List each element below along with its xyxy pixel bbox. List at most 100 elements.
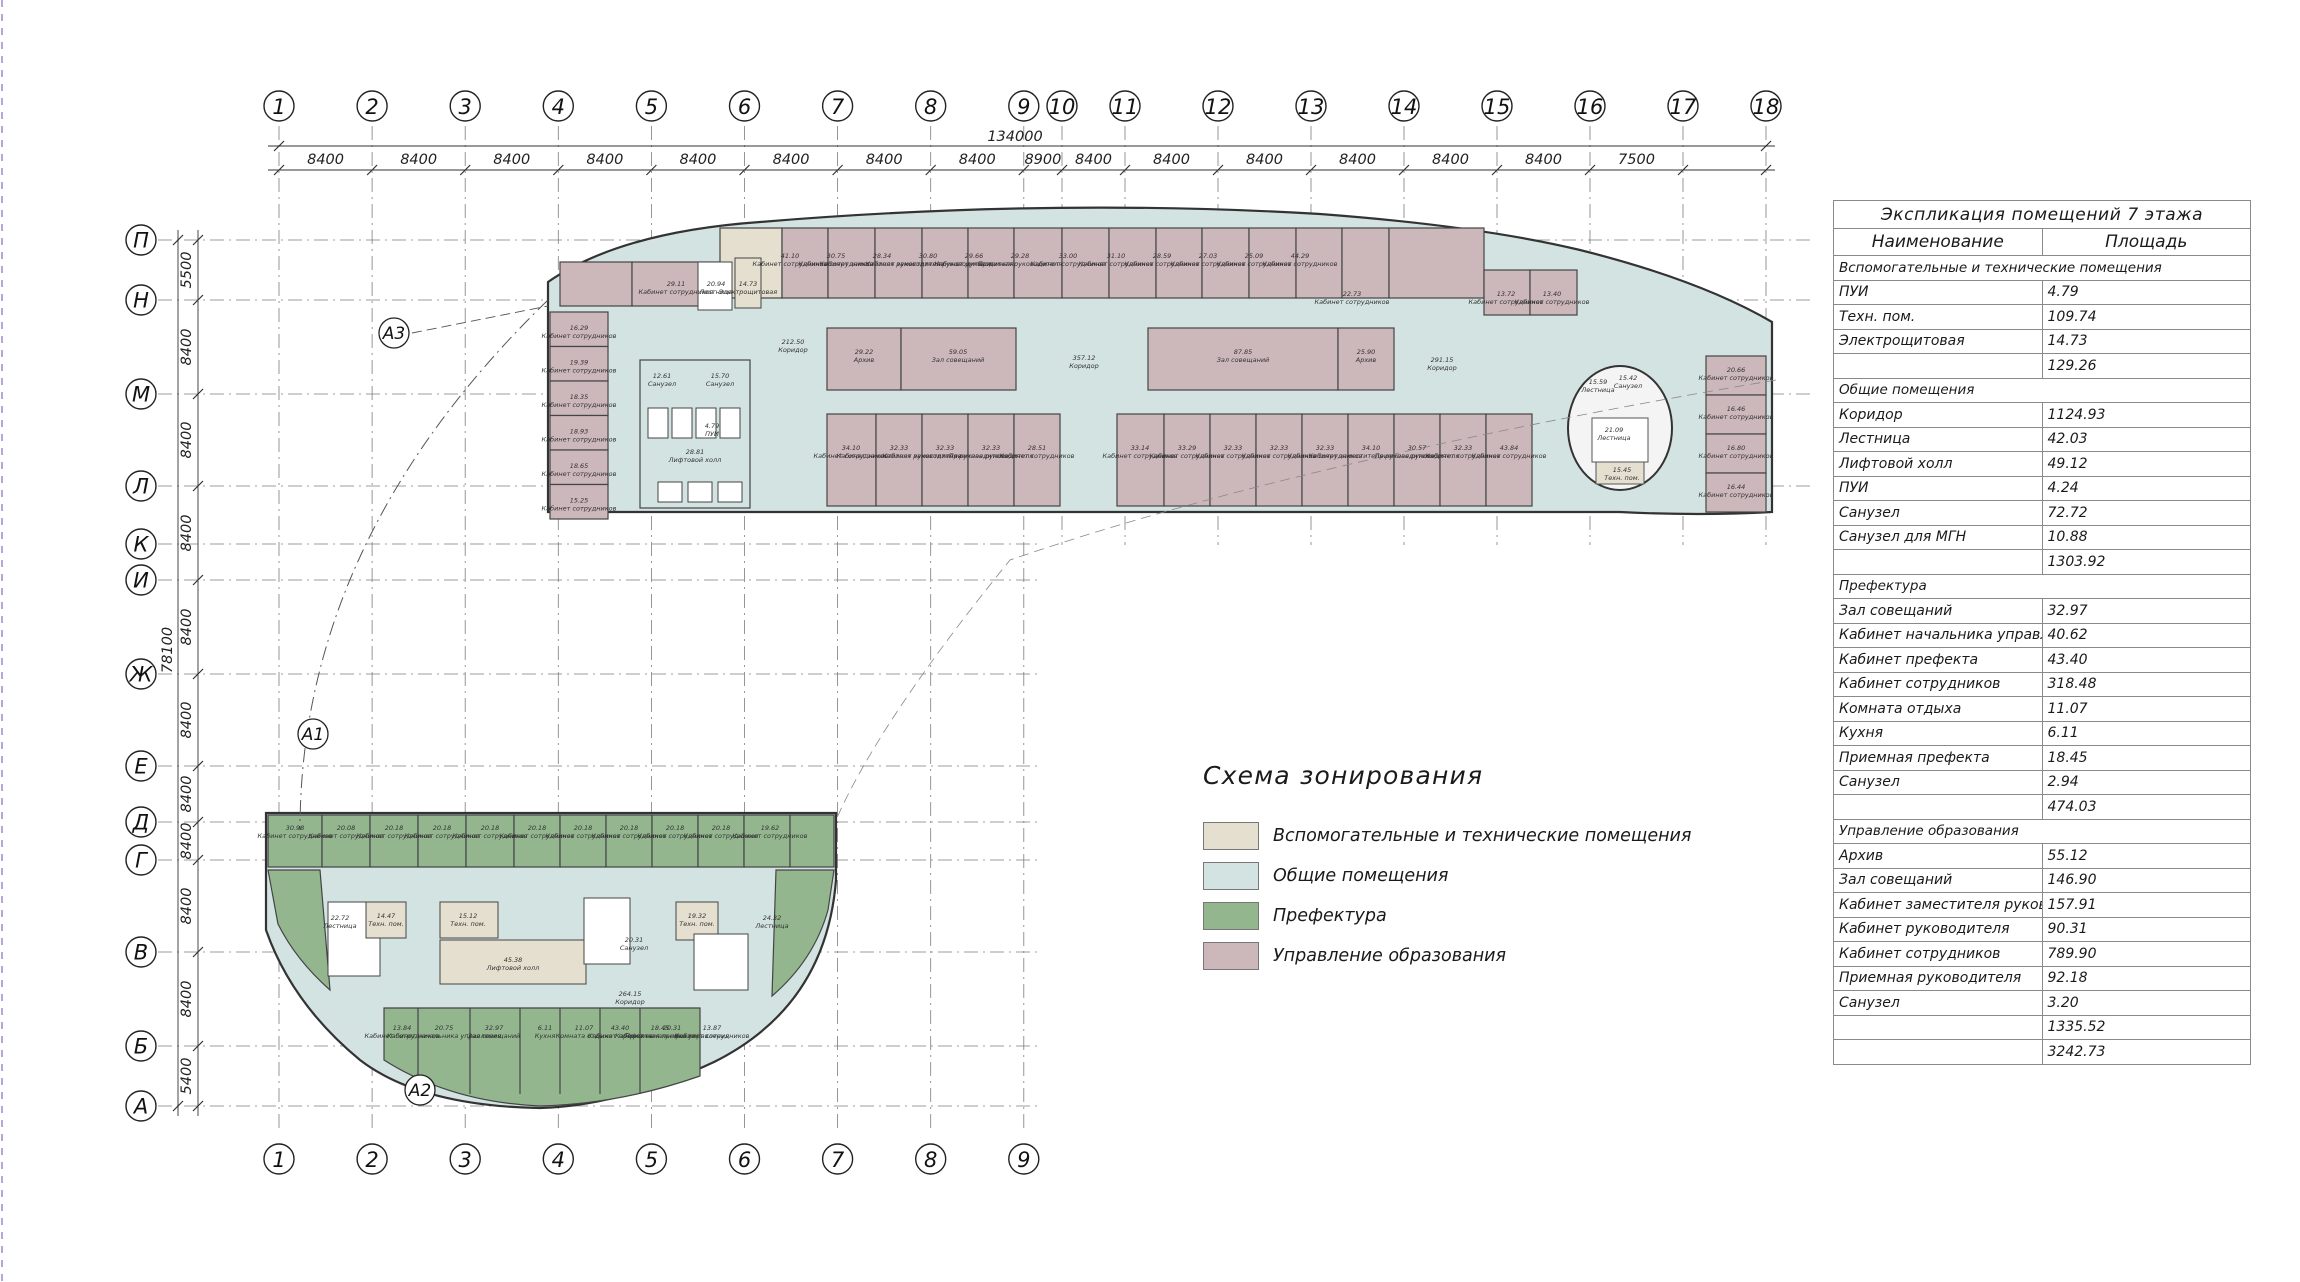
schedule-row: Кабинет начальника управления40.62 bbox=[1833, 622, 2251, 648]
section-marker bbox=[378, 317, 410, 349]
top-dim-value: 8400 bbox=[866, 152, 903, 168]
column-axis-label: 12 bbox=[1205, 95, 1232, 119]
room-name: Лестница bbox=[322, 922, 356, 930]
upper-top-room bbox=[1483, 269, 1531, 316]
dim-tick bbox=[192, 668, 204, 680]
upper-center-room bbox=[1337, 327, 1395, 391]
room-name: Кабинет сотрудников bbox=[405, 832, 480, 840]
schedule-group-header: Префектура bbox=[1833, 573, 2251, 599]
room-name: Коридор bbox=[778, 346, 808, 354]
row-axis-bubble bbox=[125, 224, 157, 256]
schedule-cell-name: Санузел bbox=[1833, 990, 2043, 1016]
column-axis-label-bottom: 6 bbox=[738, 1148, 751, 1172]
lower-stair-left bbox=[327, 901, 381, 977]
room-area: 41.10 bbox=[781, 252, 800, 260]
room-name: Зал совещаний bbox=[1217, 356, 1270, 364]
dim-tick bbox=[192, 234, 204, 246]
room-area: 29.22 bbox=[855, 348, 874, 356]
room-name: Кабинет сотрудников bbox=[1699, 374, 1774, 382]
room-area: 15.59 bbox=[1589, 378, 1608, 386]
upper-top-room bbox=[1388, 227, 1485, 299]
upper-bottom-room bbox=[1301, 413, 1349, 507]
column-axis-bubble bbox=[449, 90, 481, 122]
column-axis-bubble bbox=[1109, 90, 1141, 122]
dim-tick bbox=[192, 816, 204, 828]
left-dim-value: 8400 bbox=[179, 329, 195, 366]
top-dim-value: 8400 bbox=[1339, 152, 1376, 168]
room-area: 16.80 bbox=[1727, 444, 1746, 452]
room-area: 29.11 bbox=[667, 280, 686, 288]
room-name: Кабинет сотрудников bbox=[1031, 260, 1106, 268]
room-name: Коридор bbox=[1069, 362, 1099, 370]
room-area: 30.98 bbox=[286, 824, 305, 832]
room-area: 11.07 bbox=[575, 1024, 594, 1032]
column-axis-bubble-bottom bbox=[1008, 1143, 1040, 1175]
room-name: Кабинет сотрудников bbox=[733, 832, 808, 840]
room-name: Кабинет заместителя руководителя bbox=[882, 452, 1007, 460]
room-name: Кабинет сотрудников bbox=[1699, 452, 1774, 460]
room-name: Кабинет сотрудников bbox=[753, 260, 828, 268]
upper-bottom-room bbox=[1013, 413, 1061, 507]
dim-tick bbox=[1760, 140, 1772, 152]
room-name: Кабинет сотрудников bbox=[639, 288, 714, 296]
room-name: Кабинет сотрудников bbox=[1242, 452, 1317, 460]
column-axis-bubble-bottom bbox=[449, 1143, 481, 1175]
column-axis-label: 9 bbox=[1017, 95, 1030, 119]
room-name: Кабинет заместителя руководителя bbox=[819, 260, 944, 268]
upper-top-room bbox=[1248, 227, 1297, 299]
schedule-cell-area: 3.20 bbox=[2041, 990, 2251, 1016]
zoning-label: Префектура bbox=[1273, 906, 1387, 926]
room-area: 4.79 bbox=[705, 422, 719, 430]
column-axis-label: 3 bbox=[459, 95, 472, 119]
schedule-cell-area: 43.40 bbox=[2041, 647, 2251, 673]
room-area: 22.73 bbox=[1343, 290, 1362, 298]
lower-top-room bbox=[465, 814, 515, 868]
upper-top-room bbox=[1108, 227, 1157, 299]
room-area: 32.33 bbox=[1270, 444, 1289, 452]
room-area: 25.09 bbox=[1245, 252, 1264, 260]
room-name: Санузел bbox=[706, 380, 734, 388]
row-axis-label: Е bbox=[134, 755, 148, 779]
left-dim-value: 8400 bbox=[179, 888, 195, 925]
room-area: 32.33 bbox=[1454, 444, 1473, 452]
lower-top-room bbox=[559, 814, 607, 868]
room-area: 32.33 bbox=[936, 444, 955, 452]
column-axis-bubble-bottom bbox=[728, 1143, 761, 1175]
dim-tick bbox=[552, 164, 564, 176]
schedule-cell-name: Кабинет начальника управления bbox=[1833, 622, 2043, 648]
schedule-cell-name bbox=[1833, 1039, 2043, 1065]
lower-top-room bbox=[267, 814, 323, 868]
room-name: Коридор bbox=[1427, 364, 1457, 372]
column-axis-label-bottom: 7 bbox=[831, 1148, 845, 1172]
room-area: 20.18 bbox=[528, 824, 547, 832]
top-dim-value: 8400 bbox=[493, 152, 530, 168]
room-area: 15.25 bbox=[570, 497, 589, 505]
room-area: 291.15 bbox=[1431, 356, 1454, 364]
core-tech-room bbox=[1595, 461, 1645, 485]
left-dim-value: 8400 bbox=[179, 515, 195, 552]
upper-top-room bbox=[1529, 269, 1578, 316]
dim-tick bbox=[192, 480, 204, 492]
schedule-cell-area: 72.72 bbox=[2041, 500, 2251, 526]
lower-tech-center bbox=[439, 901, 499, 939]
dim-tick bbox=[739, 164, 750, 176]
zoning-swatch-prefecture bbox=[1203, 902, 1259, 930]
room-name: Кабинет сотрудников bbox=[1699, 413, 1774, 421]
room-name: Кабинет сотрудников bbox=[638, 832, 713, 840]
column-axis-label: 18 bbox=[1753, 95, 1780, 119]
room-area: 28.59 bbox=[1153, 252, 1172, 260]
room-name: Кабинет сотрудников bbox=[1079, 260, 1154, 268]
upper-bottom-room bbox=[1209, 413, 1257, 507]
schedule-cell-area: 4.24 bbox=[2041, 475, 2251, 501]
left-dim-value: 8400 bbox=[179, 776, 195, 813]
row-axis-label: Н bbox=[133, 289, 149, 313]
room-name: Кабинет сотрудников bbox=[546, 832, 621, 840]
schedule-cell-area: 18.45 bbox=[2041, 745, 2251, 771]
room-name: Электрощитовая bbox=[718, 288, 777, 296]
room-area: 20.18 bbox=[712, 824, 731, 832]
